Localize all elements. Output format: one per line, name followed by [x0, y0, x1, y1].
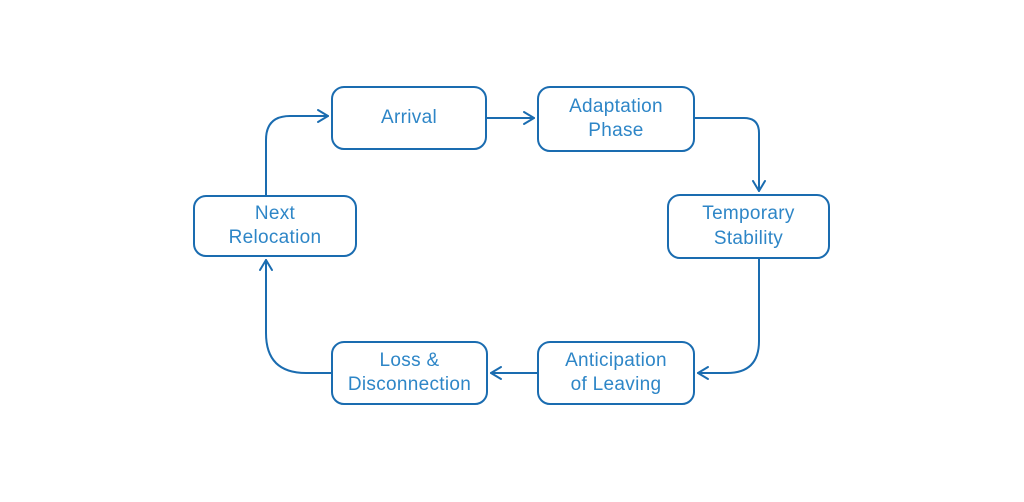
node-temporary-stability-label: Temporary Stability	[702, 203, 795, 249]
connector-next-relocation-to-arrival	[265, 109, 329, 196]
node-loss-and-disconnection: Loss & Disconnection	[331, 341, 488, 405]
node-loss-and-disconnection-label: Loss & Disconnection	[347, 349, 472, 395]
node-next-relocation: Next Relocation	[193, 195, 357, 257]
connector-temporary-stability-to-anticipation-of-leaving	[697, 258, 760, 380]
node-anticipation-of-leaving-label: Anticipation of Leaving	[565, 349, 667, 395]
connector-adaptation-phase-to-temporary-stability	[694, 117, 766, 192]
node-next-relocation-label: Next Relocation	[228, 202, 322, 248]
connector-loss-and-disconnection-to-next-relocation	[259, 259, 332, 374]
node-arrival: Arrival	[331, 86, 487, 150]
node-adaptation-phase: Adaptation Phase	[537, 86, 695, 152]
node-temporary-stability: Temporary Stability	[667, 194, 830, 259]
node-adaptation-phase-label: Adaptation Phase	[569, 95, 663, 141]
node-anticipation-of-leaving: Anticipation of Leaving	[537, 341, 695, 405]
node-arrival-label: Arrival	[381, 106, 437, 128]
